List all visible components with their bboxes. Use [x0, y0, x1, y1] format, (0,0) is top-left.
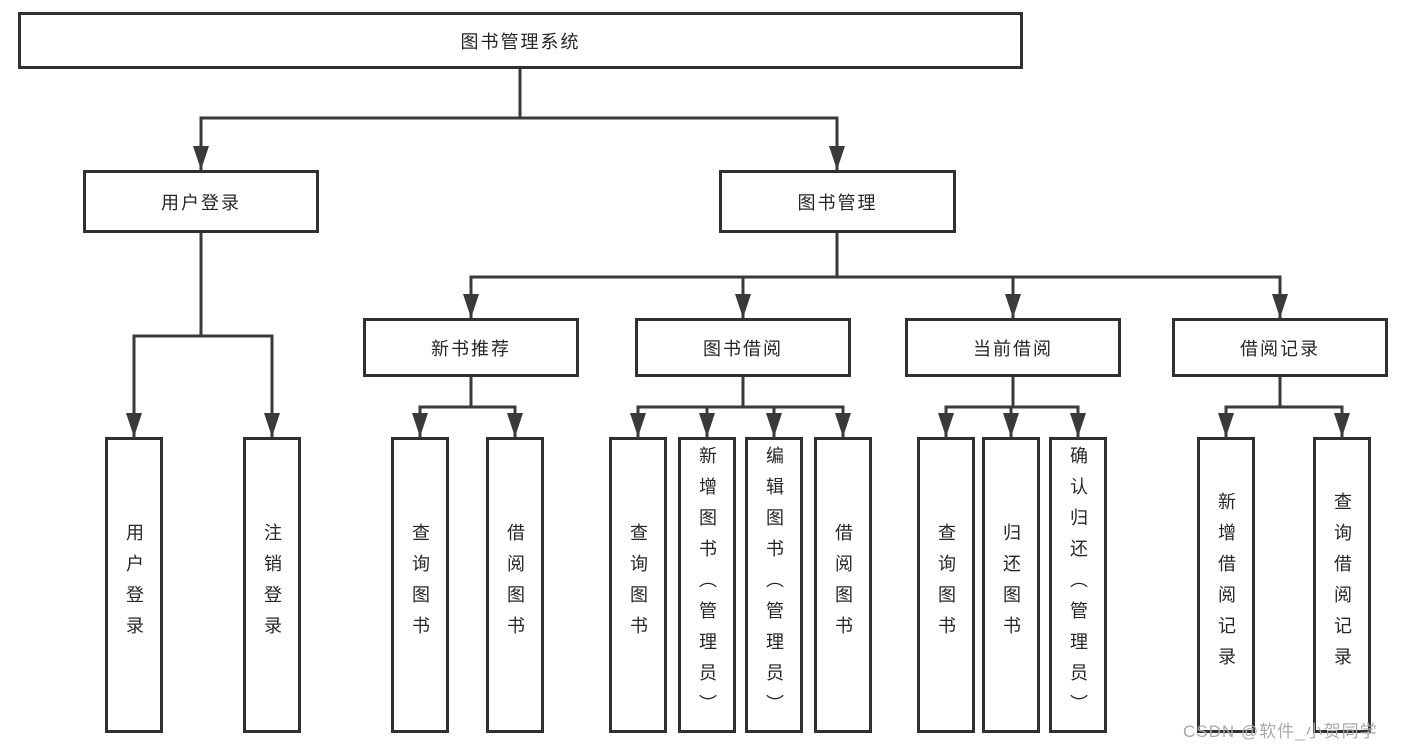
node-label: 用户登录 [124, 523, 144, 647]
leaf-add-borrow-record: 新增借阅记录 [1197, 437, 1255, 733]
node-label: 图书管理系统 [460, 31, 581, 52]
leaf-borrow-book: 借阅图书 [814, 437, 872, 733]
connector-new-book-recommend-children [412, 377, 523, 437]
node-label: 用户登录 [161, 192, 241, 213]
leaf-query-borrow-record: 查询借阅记录 [1313, 437, 1371, 733]
leaf-logout: 注销登录 [243, 437, 301, 733]
node-label: 归还图书 [1001, 523, 1021, 647]
node-current-borrow: 当前借阅 [905, 318, 1121, 377]
node-user-login: 用户登录 [83, 170, 319, 233]
leaf-borrow-books-recommend: 借阅图书 [486, 437, 544, 733]
node-label: 借阅图书 [505, 523, 525, 647]
node-label: 借阅图书 [833, 523, 853, 647]
leaf-query-books-current: 查询图书 [917, 437, 975, 733]
node-book-borrow: 图书借阅 [635, 318, 851, 377]
node-borrow-records: 借阅记录 [1172, 318, 1388, 377]
node-book-management: 图书管理 [719, 170, 956, 233]
connector-root-to-level2 [193, 69, 845, 170]
node-library-system: 图书管理系统 [18, 12, 1023, 69]
connector-book-borrow-children [630, 377, 851, 437]
leaf-query-books-recommend: 查询图书 [391, 437, 449, 733]
node-label: 查询图书 [936, 523, 956, 647]
node-label: 图书管理 [797, 192, 878, 213]
node-label: 借阅记录 [1240, 338, 1320, 359]
node-label: 注销登录 [262, 523, 282, 647]
connector-current-borrow-children [938, 377, 1086, 437]
leaf-add-book-admin: 新增图书（管理员） [678, 437, 736, 733]
connector-book-management-children [463, 233, 1288, 318]
node-label: 编辑图书（管理员） [764, 445, 784, 725]
node-label: 当前借阅 [973, 338, 1053, 359]
leaf-return-book: 归还图书 [982, 437, 1040, 733]
node-label: 新书推荐 [431, 338, 511, 359]
node-label: 确认归还（管理员） [1068, 445, 1088, 725]
node-label: 查询图书 [628, 523, 648, 647]
node-label: 查询借阅记录 [1332, 492, 1352, 678]
leaf-query-books-borrow: 查询图书 [609, 437, 667, 733]
node-label: 查询图书 [410, 523, 430, 647]
node-label: 新增图书（管理员） [697, 445, 717, 725]
connector-borrow-records-children [1218, 377, 1350, 437]
connector-user-login-children [126, 233, 280, 437]
leaf-edit-book-admin: 编辑图书（管理员） [745, 437, 803, 733]
node-new-book-recommend: 新书推荐 [363, 318, 579, 377]
node-label: 新增借阅记录 [1216, 492, 1236, 678]
node-label: 图书借阅 [703, 338, 783, 359]
leaf-confirm-return-admin: 确认归还（管理员） [1049, 437, 1107, 733]
leaf-user-login: 用户登录 [105, 437, 163, 733]
csdn-watermark: CSDN @软件_小贺同学 [1183, 722, 1378, 741]
